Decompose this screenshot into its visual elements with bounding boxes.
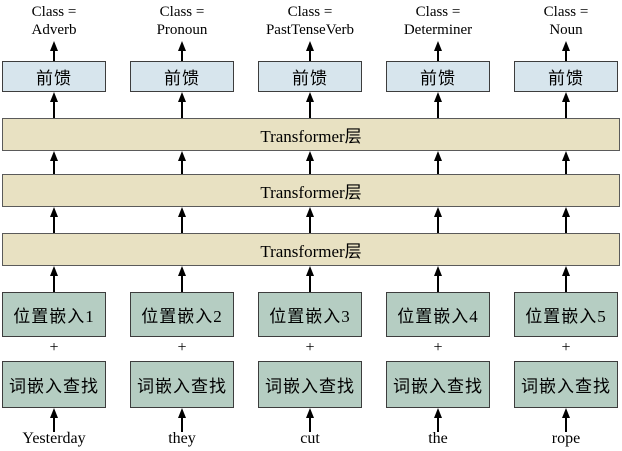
class-label: Class = Determiner [404,3,472,39]
arrow-up-icon [306,408,314,432]
class-label-line2: PastTenseVerb [265,22,355,38]
arrow-up-icon [50,92,58,118]
arrow-up-icon [434,408,442,432]
arrow-up-icon [306,151,314,174]
feedforward-box: 前馈 [514,61,618,92]
arrow-up-icon [562,151,570,174]
position-embedding-box: 位置嵌入3 [258,292,362,337]
class-label-line1: Class = [543,4,589,20]
arrow-up-icon [50,41,58,61]
class-label-line2: Noun [549,22,583,38]
plus-sign: + [561,339,571,356]
arrow-up-icon [178,92,186,118]
class-label: Class = Noun [544,3,589,39]
arrow-up-icon [562,266,570,292]
arrow-up-icon [562,207,570,233]
feedforward-box: 前馈 [258,61,362,92]
arrow-up-icon [178,408,186,432]
class-label-line2: Determiner [403,22,473,38]
arrow-up-icon [178,151,186,174]
input-word: cut [300,430,320,447]
feedforward-box: 前馈 [130,61,234,92]
arrow-up-icon [434,266,442,292]
input-word: they [168,430,196,447]
arrow-up-icon [50,151,58,174]
arrow-up-icon [306,92,314,118]
position-embedding-box: 位置嵌入1 [2,292,106,337]
word-embedding-lookup-box: 词嵌入查找 [258,361,362,408]
token-column: Class = PastTenseVerb 前馈 位置嵌入3 + 词嵌入查找 c… [258,0,362,451]
arrow-up-icon [178,266,186,292]
class-label-line1: Class = [159,4,205,20]
position-embedding-box: 位置嵌入2 [130,292,234,337]
class-label: Class = PastTenseVerb [266,3,354,39]
arrow-up-icon [562,92,570,118]
arrow-up-icon [434,151,442,174]
arrow-up-icon [434,207,442,233]
class-label-line2: Pronoun [156,22,208,38]
arrow-up-icon [178,207,186,233]
arrow-up-icon [562,41,570,61]
arrow-up-icon [434,41,442,61]
position-embedding-box: 位置嵌入4 [386,292,490,337]
token-column: Class = Noun 前馈 位置嵌入5 + 词嵌入查找 rope [514,0,618,451]
word-embedding-lookup-box: 词嵌入查找 [514,361,618,408]
arrow-up-icon [306,41,314,61]
plus-sign: + [433,339,443,356]
plus-sign: + [177,339,187,356]
input-word: the [428,430,448,447]
transformer-layer-bar: Transformer层 [2,118,620,151]
arrow-up-icon [50,266,58,292]
class-label: Class = Pronoun [157,3,208,39]
position-embedding-box: 位置嵌入5 [514,292,618,337]
class-label-line2: Adverb [31,22,77,38]
plus-sign: + [49,339,59,356]
token-column: Class = Determiner 前馈 位置嵌入4 + 词嵌入查找 the [386,0,490,451]
arrow-up-icon [306,266,314,292]
class-label-line1: Class = [31,4,77,20]
input-word: Yesterday [22,430,86,447]
word-embedding-lookup-box: 词嵌入查找 [386,361,490,408]
transformer-layer-bar: Transformer层 [2,174,620,207]
word-embedding-lookup-box: 词嵌入查找 [130,361,234,408]
class-label: Class = Adverb [32,3,77,39]
arrow-up-icon [50,408,58,432]
transformer-layer-bar: Transformer层 [2,233,620,266]
token-column: Class = Pronoun 前馈 位置嵌入2 + 词嵌入查找 they [130,0,234,451]
class-label-line1: Class = [415,4,461,20]
word-embedding-lookup-box: 词嵌入查找 [2,361,106,408]
token-column: Class = Adverb 前馈 位置嵌入1 + 词嵌入查找 Yesterda… [2,0,106,451]
feedforward-box: 前馈 [2,61,106,92]
plus-sign: + [305,339,315,356]
arrow-up-icon [178,41,186,61]
arrow-up-icon [306,207,314,233]
arrow-up-icon [562,408,570,432]
feedforward-box: 前馈 [386,61,490,92]
class-label-line1: Class = [287,4,333,20]
input-word: rope [551,430,581,447]
arrow-up-icon [50,207,58,233]
arrow-up-icon [434,92,442,118]
